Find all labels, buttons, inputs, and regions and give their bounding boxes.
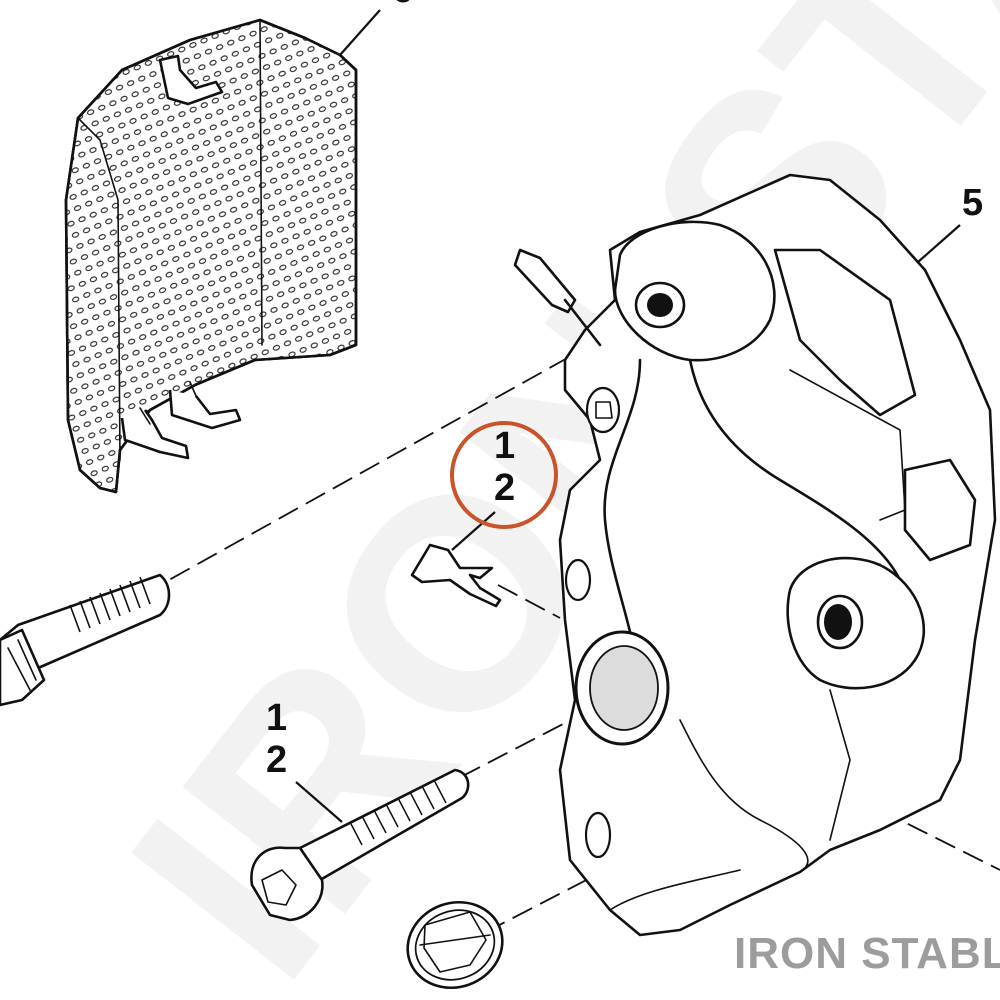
leader-5	[917, 224, 961, 263]
leader-6	[339, 9, 381, 56]
callout-bolt-1: 1	[266, 697, 287, 739]
retaining-clip	[410, 543, 502, 608]
callout-bolt-2: 2	[266, 739, 287, 781]
heat-shield	[64, 18, 358, 494]
callout-clip-2: 2	[494, 467, 515, 509]
leader-clip	[451, 511, 496, 551]
brake-caliper	[513, 173, 997, 937]
mounting-pin	[0, 573, 171, 707]
brand-watermark: IRON STABLE	[734, 929, 1000, 978]
leader-bolt	[295, 781, 343, 823]
callout-clip-1: 1	[494, 425, 515, 467]
caliper-bolt	[250, 768, 470, 922]
logo-badge	[406, 900, 504, 990]
highlight-ring	[450, 421, 558, 529]
callout-6: 6	[392, 0, 413, 11]
callout-5: 5	[962, 182, 983, 224]
